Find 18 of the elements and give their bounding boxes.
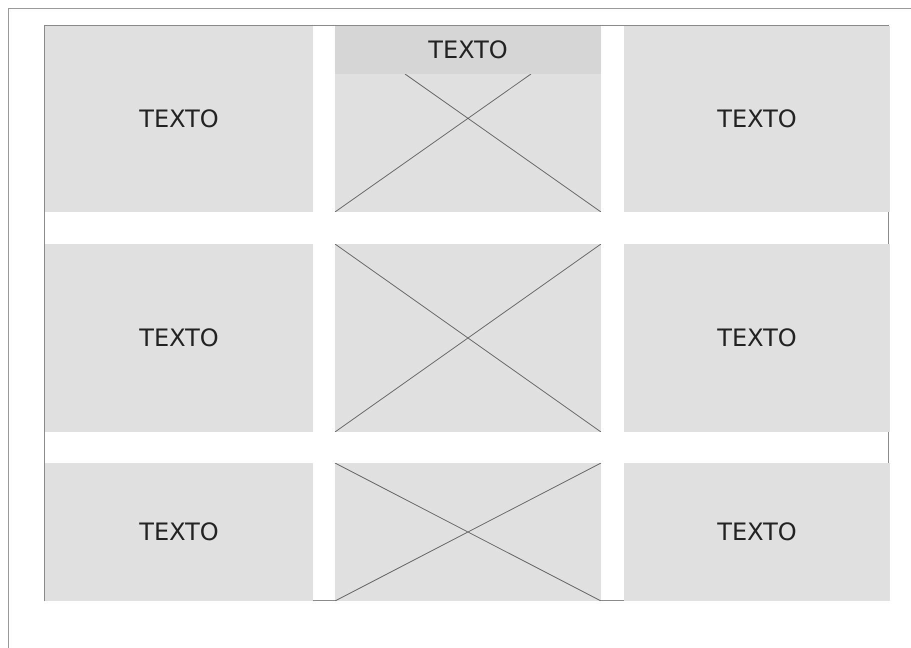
panel-text: TEXTO: [139, 324, 219, 352]
content-panel: [624, 244, 890, 432]
header-band: [335, 26, 601, 74]
panel-text: TEXTO: [717, 324, 797, 352]
panel-text: TEXTO: [428, 36, 508, 64]
panel-text: TEXTO: [139, 518, 219, 546]
content-panel: [45, 26, 313, 212]
content-panel: [45, 463, 313, 601]
panel-text: TEXTO: [717, 105, 797, 133]
content-panel: [624, 463, 890, 601]
image-placeholder: [335, 463, 601, 601]
image-placeholder: [335, 244, 601, 432]
content-panel: [45, 244, 313, 432]
panel-text: TEXTO: [717, 518, 797, 546]
image-placeholder: [335, 26, 601, 212]
content-panel: [624, 26, 890, 212]
panel-text: TEXTO: [139, 105, 219, 133]
layout-frame: [44, 25, 889, 601]
